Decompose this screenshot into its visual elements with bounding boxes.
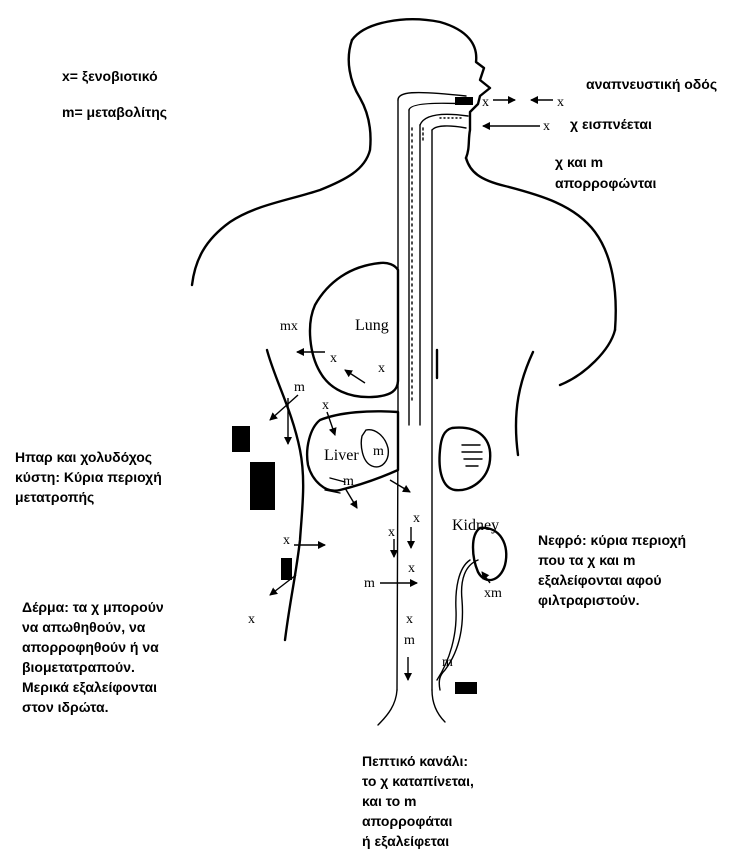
- stomach-hatching: [462, 445, 482, 466]
- kidney-outline: [473, 528, 506, 580]
- x-marker: x: [408, 561, 415, 576]
- mx-marker: mx: [280, 319, 298, 334]
- kidney-caption: Νεφρό: κύρια περιοχή που τα χ και m εξαλ…: [538, 530, 686, 610]
- m-marker: m: [343, 474, 354, 489]
- x-marker: x: [413, 511, 420, 526]
- respiratory-caption: αναπνευστική οδός: [586, 75, 717, 94]
- x-marker: x: [330, 351, 337, 366]
- x-marker: x: [283, 533, 290, 548]
- m-marker: m: [442, 655, 453, 670]
- x-marker: x: [248, 612, 255, 627]
- x-m-markers: x x x mx x x m x m m x x x x m xm x x m …: [248, 95, 564, 670]
- x-marker: x: [378, 361, 385, 376]
- kidney-label: Kidney: [452, 517, 499, 534]
- legend-xenobiotic: x= ξενοβιοτικό: [62, 67, 167, 85]
- legend-metabolite: m= μεταβολίτης: [62, 103, 167, 121]
- liver-caption: Ηπαρ και χολυδόχος κύστη: Κύρια περιοχή …: [15, 447, 162, 507]
- x-marker: x: [322, 398, 329, 413]
- m-marker: m: [404, 633, 415, 648]
- inhaled-caption: χ εισπνέεται: [570, 115, 652, 134]
- absorbed-caption: χ και m απορροφώνται: [555, 152, 656, 194]
- digestive-tract: [378, 93, 468, 725]
- x-marker: x: [482, 95, 489, 110]
- lung-label: Lung: [355, 317, 389, 334]
- m-marker: m: [294, 380, 305, 395]
- x-marker: x: [406, 612, 413, 627]
- liver-label: Liver: [324, 447, 359, 464]
- x-marker: x: [557, 95, 564, 110]
- legend: x= ξενοβιοτικό m= μεταβολίτης: [62, 49, 167, 139]
- x-marker: x: [543, 119, 550, 134]
- x-marker: x: [388, 525, 395, 540]
- xm-marker: xm: [484, 586, 502, 601]
- digestive-caption: Πεπτικό κανάλι: το χ καταπίνεται, και το…: [362, 751, 474, 851]
- m-marker: m: [364, 576, 375, 591]
- m-marker: m: [373, 444, 384, 459]
- skin-caption: Δέρμα: τα χ μπορούν να απωθηθούν, να απο…: [22, 597, 164, 717]
